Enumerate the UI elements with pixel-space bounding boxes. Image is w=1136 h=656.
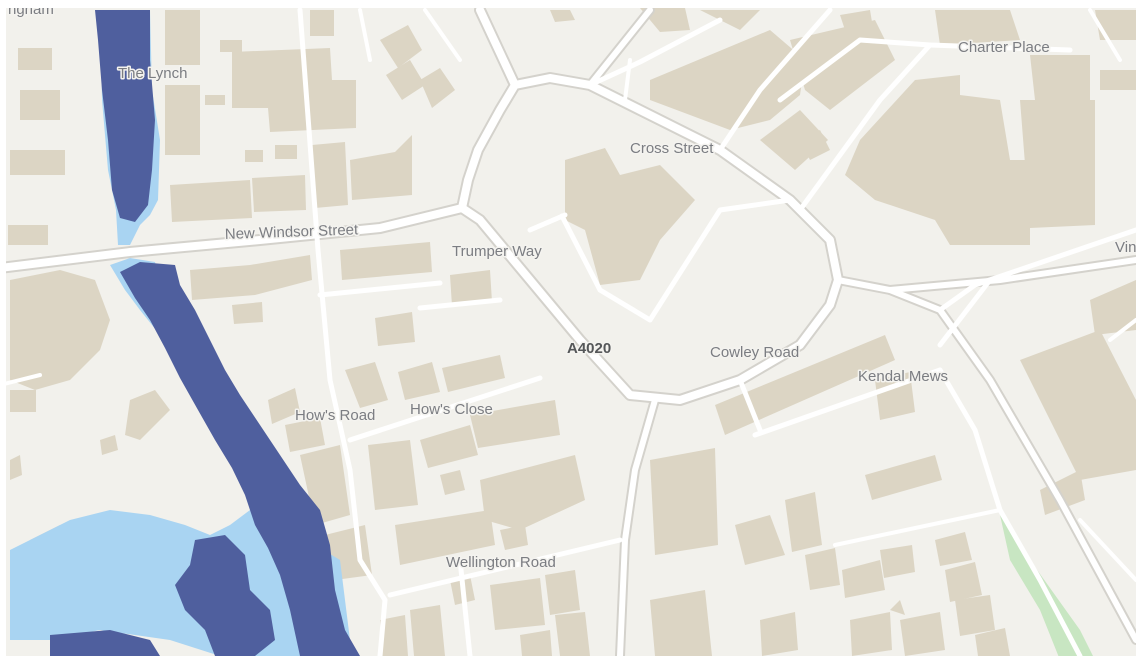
- label-new-windsor-street: New Windsor Street: [225, 221, 360, 243]
- label-wellington-road: Wellington Road: [446, 554, 556, 571]
- map-svg: ngham The Lynch Charter Place Cross Stre…: [6, 8, 1136, 656]
- flood-deep-layer: [50, 10, 360, 656]
- a4020-roundabout: [458, 74, 842, 404]
- label-hows-close: How's Close: [410, 401, 493, 418]
- roads-layer: [6, 8, 1136, 656]
- label-cowley-road: Cowley Road: [710, 344, 799, 361]
- label-vin: Vin: [1115, 239, 1136, 256]
- label-the-lynch: The Lynch: [118, 65, 188, 82]
- label-ngham: ngham: [8, 8, 54, 18]
- label-trumper-way: Trumper Way: [452, 243, 542, 260]
- label-charter-place: Charter Place: [958, 39, 1050, 56]
- label-hows-road: How's Road: [295, 407, 375, 424]
- labels-layer: ngham The Lynch Charter Place Cross Stre…: [7, 8, 1136, 573]
- new-windsor-street-road: [6, 204, 466, 272]
- buildings-layer: [8, 8, 1136, 656]
- label-cross-street: Cross Street: [630, 140, 714, 157]
- label-kendal-mews: Kendal Mews: [858, 368, 948, 385]
- label-a4020: A4020: [567, 340, 611, 357]
- map-canvas[interactable]: ngham The Lynch Charter Place Cross Stre…: [6, 8, 1136, 656]
